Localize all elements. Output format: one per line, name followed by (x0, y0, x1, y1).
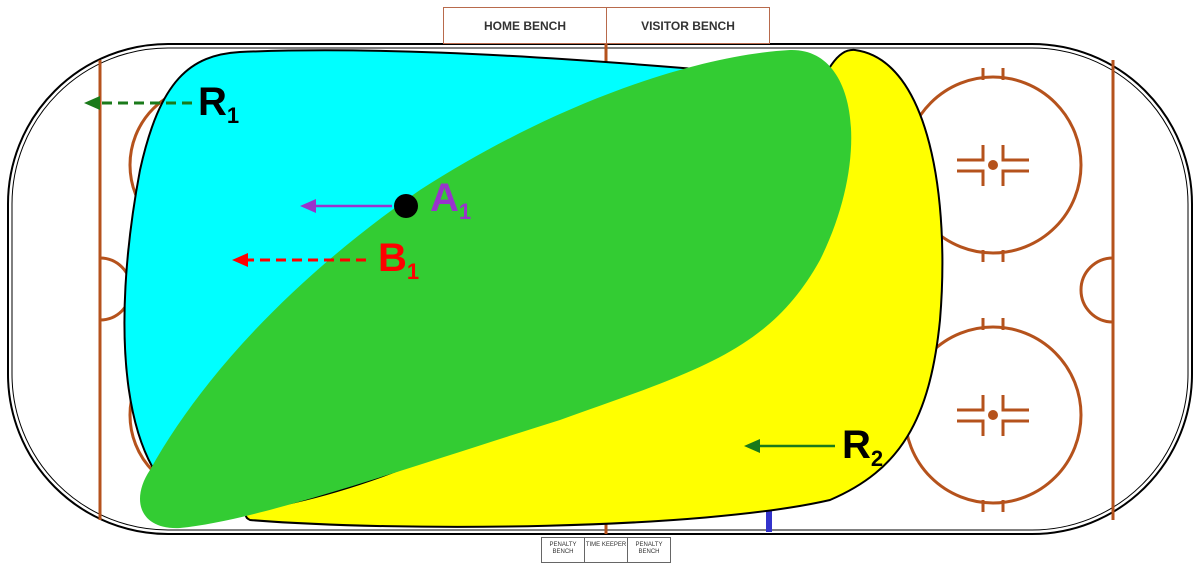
green-zone (140, 49, 852, 529)
label-a1-main: A (430, 176, 459, 220)
scorer-boxes: PENALTY BENCH TIME KEEPER PENALTY BENCH (541, 537, 671, 563)
label-r1: R1 (198, 82, 239, 128)
label-r2: R2 (842, 425, 883, 471)
label-b1-sub: 1 (406, 259, 420, 284)
b1-arrow-head (232, 253, 248, 267)
puck-a1 (394, 194, 418, 218)
rink-inner-board (11, 47, 1189, 531)
label-r2-sub: 2 (870, 446, 884, 471)
bench-bar: HOME BENCH VISITOR BENCH (443, 7, 770, 44)
r2-arrow-head (744, 439, 760, 453)
penalty-bench-right: PENALTY BENCH (628, 537, 671, 563)
time-keeper: TIME KEEPER (585, 537, 628, 563)
label-b1: B1 (378, 238, 419, 284)
label-a1: A1 (430, 178, 471, 224)
visitor-bench-label: VISITOR BENCH (606, 8, 769, 43)
label-a1-sub: 1 (458, 199, 472, 224)
label-b1-main: B (378, 236, 407, 280)
label-r1-main: R (198, 80, 227, 124)
label-r2-main: R (842, 423, 871, 467)
home-bench-label: HOME BENCH (483, 18, 566, 33)
r1-arrow-head (84, 96, 100, 110)
label-r1-sub: 1 (226, 103, 240, 128)
penalty-bench-left: PENALTY BENCH (541, 537, 585, 563)
right-goal-crease (1079, 256, 1114, 324)
a1-arrow-head (300, 199, 316, 213)
